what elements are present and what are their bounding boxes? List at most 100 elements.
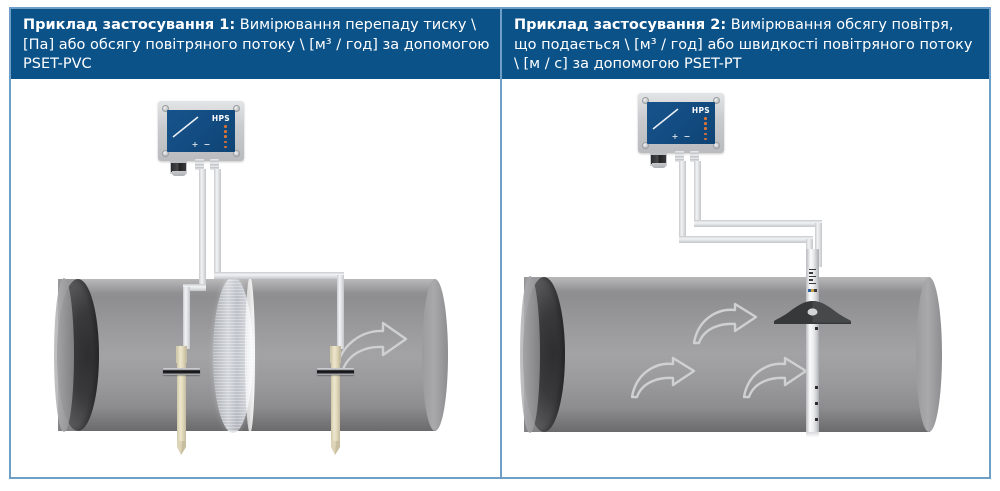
tubing-minus-horizontal: [694, 220, 822, 227]
status-led-row: [224, 125, 227, 151]
status-led: [224, 125, 227, 128]
duct-shadow: [78, 407, 436, 431]
transmitter-display: HPS: [167, 110, 235, 152]
cable-gland: [170, 159, 187, 176]
probe-mounting-flange: [163, 368, 200, 375]
probe-stem: [331, 346, 340, 444]
duct-right-end: [422, 279, 448, 431]
scale-mark: [809, 272, 813, 274]
brand-label: HPS: [211, 114, 230, 123]
scale-mark: [809, 275, 816, 278]
panel-2-header: Приклад застосування 2: Вимірювання обся…: [502, 9, 989, 79]
probe-tip: [177, 440, 186, 455]
duct-saddle-mount: [774, 301, 851, 325]
tubing-minus-vertical: [694, 161, 701, 227]
airflow-arrow-1: [333, 321, 409, 378]
tubing-minus-drop: [337, 275, 344, 349]
tubing-plus-vertical: [679, 161, 686, 243]
plus-button-icon[interactable]: [192, 142, 198, 147]
status-led: [704, 137, 707, 141]
status-led-row: [704, 117, 707, 143]
brand-label: HPS: [691, 106, 710, 115]
sensing-hole: [815, 402, 818, 405]
panel-2-header-description: Вимірювання обсягу повітря, що подається…: [514, 17, 973, 72]
airflow-arrow-lower-left: [630, 356, 696, 399]
status-led: [224, 145, 227, 149]
duct-body: [524, 277, 930, 432]
plus-button-icon[interactable]: [672, 134, 678, 139]
tubing-minus-vertical: [214, 169, 221, 279]
status-led: [224, 135, 227, 138]
panel-2-header-label: Приклад застосування 2:: [514, 17, 727, 33]
pressure-port-minus: [690, 151, 699, 162]
duct-rim: [520, 276, 540, 433]
sensing-hole: [815, 327, 818, 330]
housing-screw: [162, 150, 169, 157]
pressure-port-minus: [210, 159, 219, 170]
panel-1-illustration: HPS: [11, 79, 500, 477]
cable-gland: [650, 151, 667, 168]
duct-1: [54, 277, 448, 433]
cable-gland-body: [651, 155, 666, 164]
transmitter-2: HPS: [638, 93, 724, 168]
tubing-minus-horizontal: [214, 272, 344, 279]
depth-scale-markings: [809, 269, 816, 286]
scale-mark: [809, 279, 813, 281]
housing-screw: [162, 105, 169, 112]
status-led: [224, 130, 227, 133]
status-led: [704, 127, 707, 130]
duct-2: [520, 276, 942, 433]
panel-1-header-description: Вимірювання перепаду тиску \ [Па] або об…: [23, 17, 490, 72]
housing-screw: [713, 97, 720, 104]
housing-screw: [233, 150, 240, 157]
pressure-port-plus: [195, 159, 204, 170]
minus-button-icon[interactable]: [684, 135, 690, 138]
transmitter-housing: HPS: [638, 93, 724, 153]
display-graph-icon: [652, 108, 680, 130]
status-led: [224, 140, 227, 144]
cable-gland-cap: [171, 171, 186, 176]
status-led: [704, 117, 707, 120]
minus-button-icon[interactable]: [204, 143, 210, 146]
tubing-minus-drop: [815, 223, 822, 267]
panel-divider: [500, 7, 502, 479]
duct-right-end: [916, 277, 942, 432]
cable-gland-cap: [651, 163, 666, 168]
filter-element: [213, 277, 255, 433]
housing-screw: [642, 97, 649, 104]
tubing-plus-drop: [183, 287, 190, 349]
tubing-plus-vertical: [199, 169, 206, 291]
sensing-hole: [815, 418, 818, 421]
duct-shadow: [544, 408, 930, 432]
duct-highlight: [544, 277, 930, 291]
housing-screw: [642, 142, 649, 149]
display-graph-icon: [172, 116, 200, 138]
airflow-arrow-upper: [692, 302, 758, 345]
probe-tip-end: [806, 432, 819, 437]
panel-1-header-label: Приклад застосування 1:: [23, 17, 236, 33]
duct-rim: [54, 278, 74, 432]
airflow-arrow-lower-right: [742, 356, 808, 399]
probe-mounting-flange: [317, 368, 354, 375]
cable-gland-body: [171, 163, 186, 172]
probe-color-label: [808, 289, 817, 292]
sensing-hole: [815, 386, 818, 389]
scale-mark: [809, 282, 816, 284]
filter-element-edge: [245, 277, 255, 433]
tubing-plus-horizontal: [183, 284, 206, 291]
probe-tip: [331, 440, 340, 455]
panel-2-illustration: HPS: [502, 79, 989, 477]
transmitter-housing: HPS: [158, 101, 244, 161]
housing-screw: [713, 142, 720, 149]
duct-highlight: [78, 279, 436, 293]
pressure-port-plus: [675, 151, 684, 162]
tubing-plus-horizontal: [679, 236, 813, 243]
status-led: [704, 122, 707, 125]
button-row: [672, 134, 690, 139]
housing-screw: [233, 105, 240, 112]
transmitter-display: HPS: [647, 102, 715, 144]
panel-1-header: Приклад застосування 1: Вимірювання пере…: [11, 9, 500, 79]
probe-head: [807, 249, 818, 269]
probe-stem: [177, 346, 186, 444]
